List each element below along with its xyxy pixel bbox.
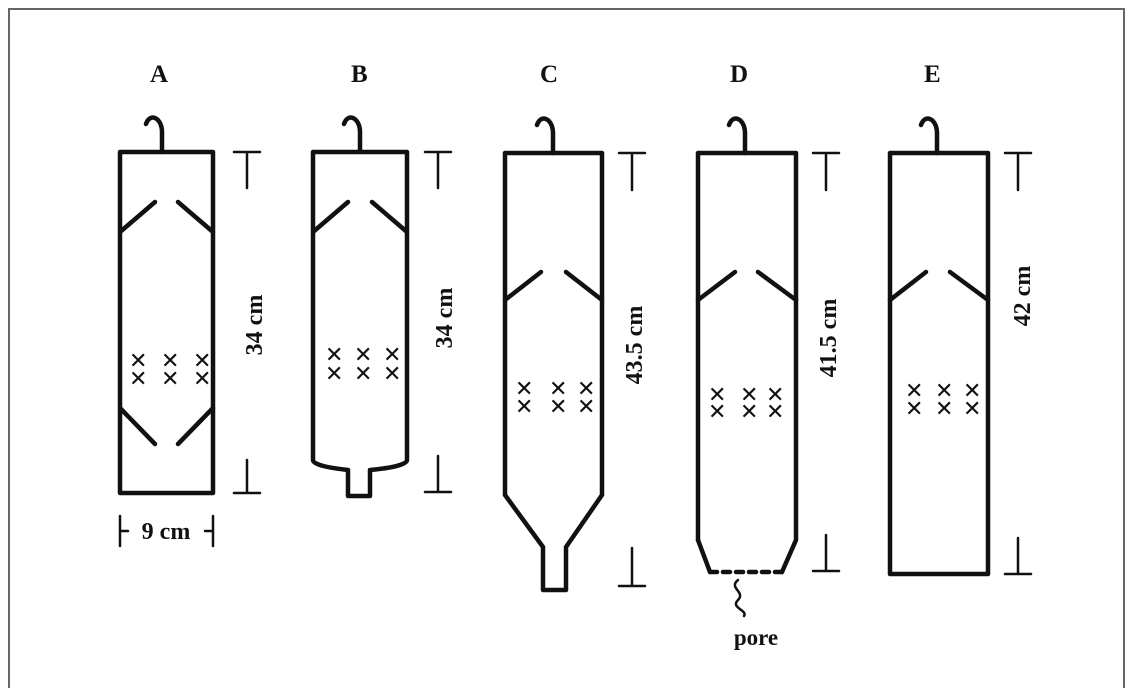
bait-mark: ✕ (549, 377, 567, 402)
trap-d-body-bottom-left (695, 537, 713, 575)
bait-mark: ✕ (383, 343, 401, 368)
trap-b-height-bracket (423, 150, 453, 494)
trap-c-funnel-right (563, 269, 605, 303)
bait-mark: ✕ (383, 362, 401, 387)
trap-b-label: B (351, 61, 368, 88)
bait-mark: ✕ (193, 349, 211, 374)
bait-mark: ✕ (325, 343, 343, 368)
trap-d-label: D (730, 61, 748, 88)
trap-a-width-label: 9 cm (142, 519, 191, 545)
trap-a-hook (143, 115, 165, 155)
bait-mark: ✕ (708, 383, 726, 408)
trap-a-funnel-bottom-right (175, 405, 216, 447)
trap-c-height-bracket (617, 151, 647, 588)
trap-e-height-bracket (1003, 151, 1033, 576)
trap-c-height-label: 43.5 cm (622, 306, 648, 385)
bait-mark: ✕ (905, 397, 923, 422)
trap-d-height-bracket (811, 151, 841, 573)
trap-e-hook (918, 116, 940, 156)
trap-b-body (310, 149, 410, 499)
trap-e-height-label: 42 cm (1010, 266, 1036, 327)
trap-a-bait-marks: ✕ ✕ ✕ ✕ ✕ ✕ (129, 349, 211, 392)
trap-e-label: E (924, 61, 941, 88)
trap-b-funnel-right (369, 199, 410, 235)
trap-d-hook (726, 116, 748, 156)
trap-a-height-bracket (232, 150, 262, 495)
trap-d-height-label: 41.5 cm (816, 299, 842, 378)
bait-mark: ✕ (963, 397, 981, 422)
trap-c-funnel-left (502, 269, 544, 303)
trap-a-funnel-top-right (175, 199, 216, 235)
bait-mark: ✕ (354, 343, 372, 368)
bait-mark: ✕ (325, 362, 343, 387)
trap-d-bait-marks: ✕ ✕ ✕ ✕ ✕ ✕ (708, 383, 784, 425)
trap-a-funnel-bottom-left (117, 405, 158, 447)
bait-mark: ✕ (740, 400, 758, 425)
trap-a-funnel-top-left (117, 199, 158, 235)
bait-mark: ✕ (577, 395, 595, 420)
trap-b-height-label: 34 cm (432, 288, 458, 349)
bait-mark: ✕ (129, 349, 147, 374)
trap-e-funnel-left (887, 269, 929, 303)
pore-pointer-arrow (733, 578, 746, 618)
trap-c-bait-marks: ✕ ✕ ✕ ✕ ✕ ✕ (515, 377, 595, 420)
trap-d-body (695, 150, 799, 575)
trap-d-funnel-right (755, 269, 799, 303)
trap-c: C ✕ ✕ ✕ ✕ ✕ ✕ 43.5 cm (502, 61, 648, 593)
trap-e-funnel-right (947, 269, 991, 303)
trap-c-body (502, 150, 605, 593)
trap-a-label: A (150, 61, 168, 88)
bait-mark: ✕ (935, 379, 953, 404)
bait-mark: ✕ (905, 379, 923, 404)
trap-a-height-label: 34 cm (242, 295, 268, 356)
bait-mark: ✕ (577, 377, 595, 402)
trap-b: B ✕ ✕ ✕ ✕ ✕ ✕ 34 cm (310, 61, 458, 499)
trap-d: D ✕ ✕ ✕ ✕ ✕ ✕ pore 41.5 cm (695, 61, 842, 650)
trap-e-body (887, 150, 991, 577)
trap-a: A ✕ ✕ ✕ ✕ ✕ ✕ 34 cm 9 cm (117, 61, 268, 548)
bait-mark: ✕ (766, 400, 784, 425)
bait-mark: ✕ (549, 395, 567, 420)
bait-mark: ✕ (963, 379, 981, 404)
trap-e: E ✕ ✕ ✕ ✕ ✕ ✕ 42 cm (887, 61, 1036, 577)
bait-mark: ✕ (193, 367, 211, 392)
trap-d-pore-label: pore (734, 625, 778, 650)
trap-d-funnel-left (695, 269, 738, 303)
bait-mark: ✕ (515, 377, 533, 402)
trap-c-label: C (540, 61, 558, 88)
trap-c-hook (534, 116, 556, 156)
bait-mark: ✕ (161, 349, 179, 374)
bait-mark: ✕ (708, 400, 726, 425)
bait-mark: ✕ (740, 383, 758, 408)
bait-mark: ✕ (515, 395, 533, 420)
trap-a-width-bracket (118, 514, 215, 548)
bait-mark: ✕ (766, 383, 784, 408)
bait-mark: ✕ (354, 362, 372, 387)
bait-mark: ✕ (129, 367, 147, 392)
trap-a-body (117, 149, 216, 496)
trap-b-hook (341, 115, 363, 155)
trap-b-funnel-left (310, 199, 351, 235)
trap-e-bait-marks: ✕ ✕ ✕ ✕ ✕ ✕ (905, 379, 981, 422)
bait-mark: ✕ (935, 397, 953, 422)
bait-mark: ✕ (161, 367, 179, 392)
trap-b-bait-marks: ✕ ✕ ✕ ✕ ✕ ✕ (325, 343, 401, 387)
